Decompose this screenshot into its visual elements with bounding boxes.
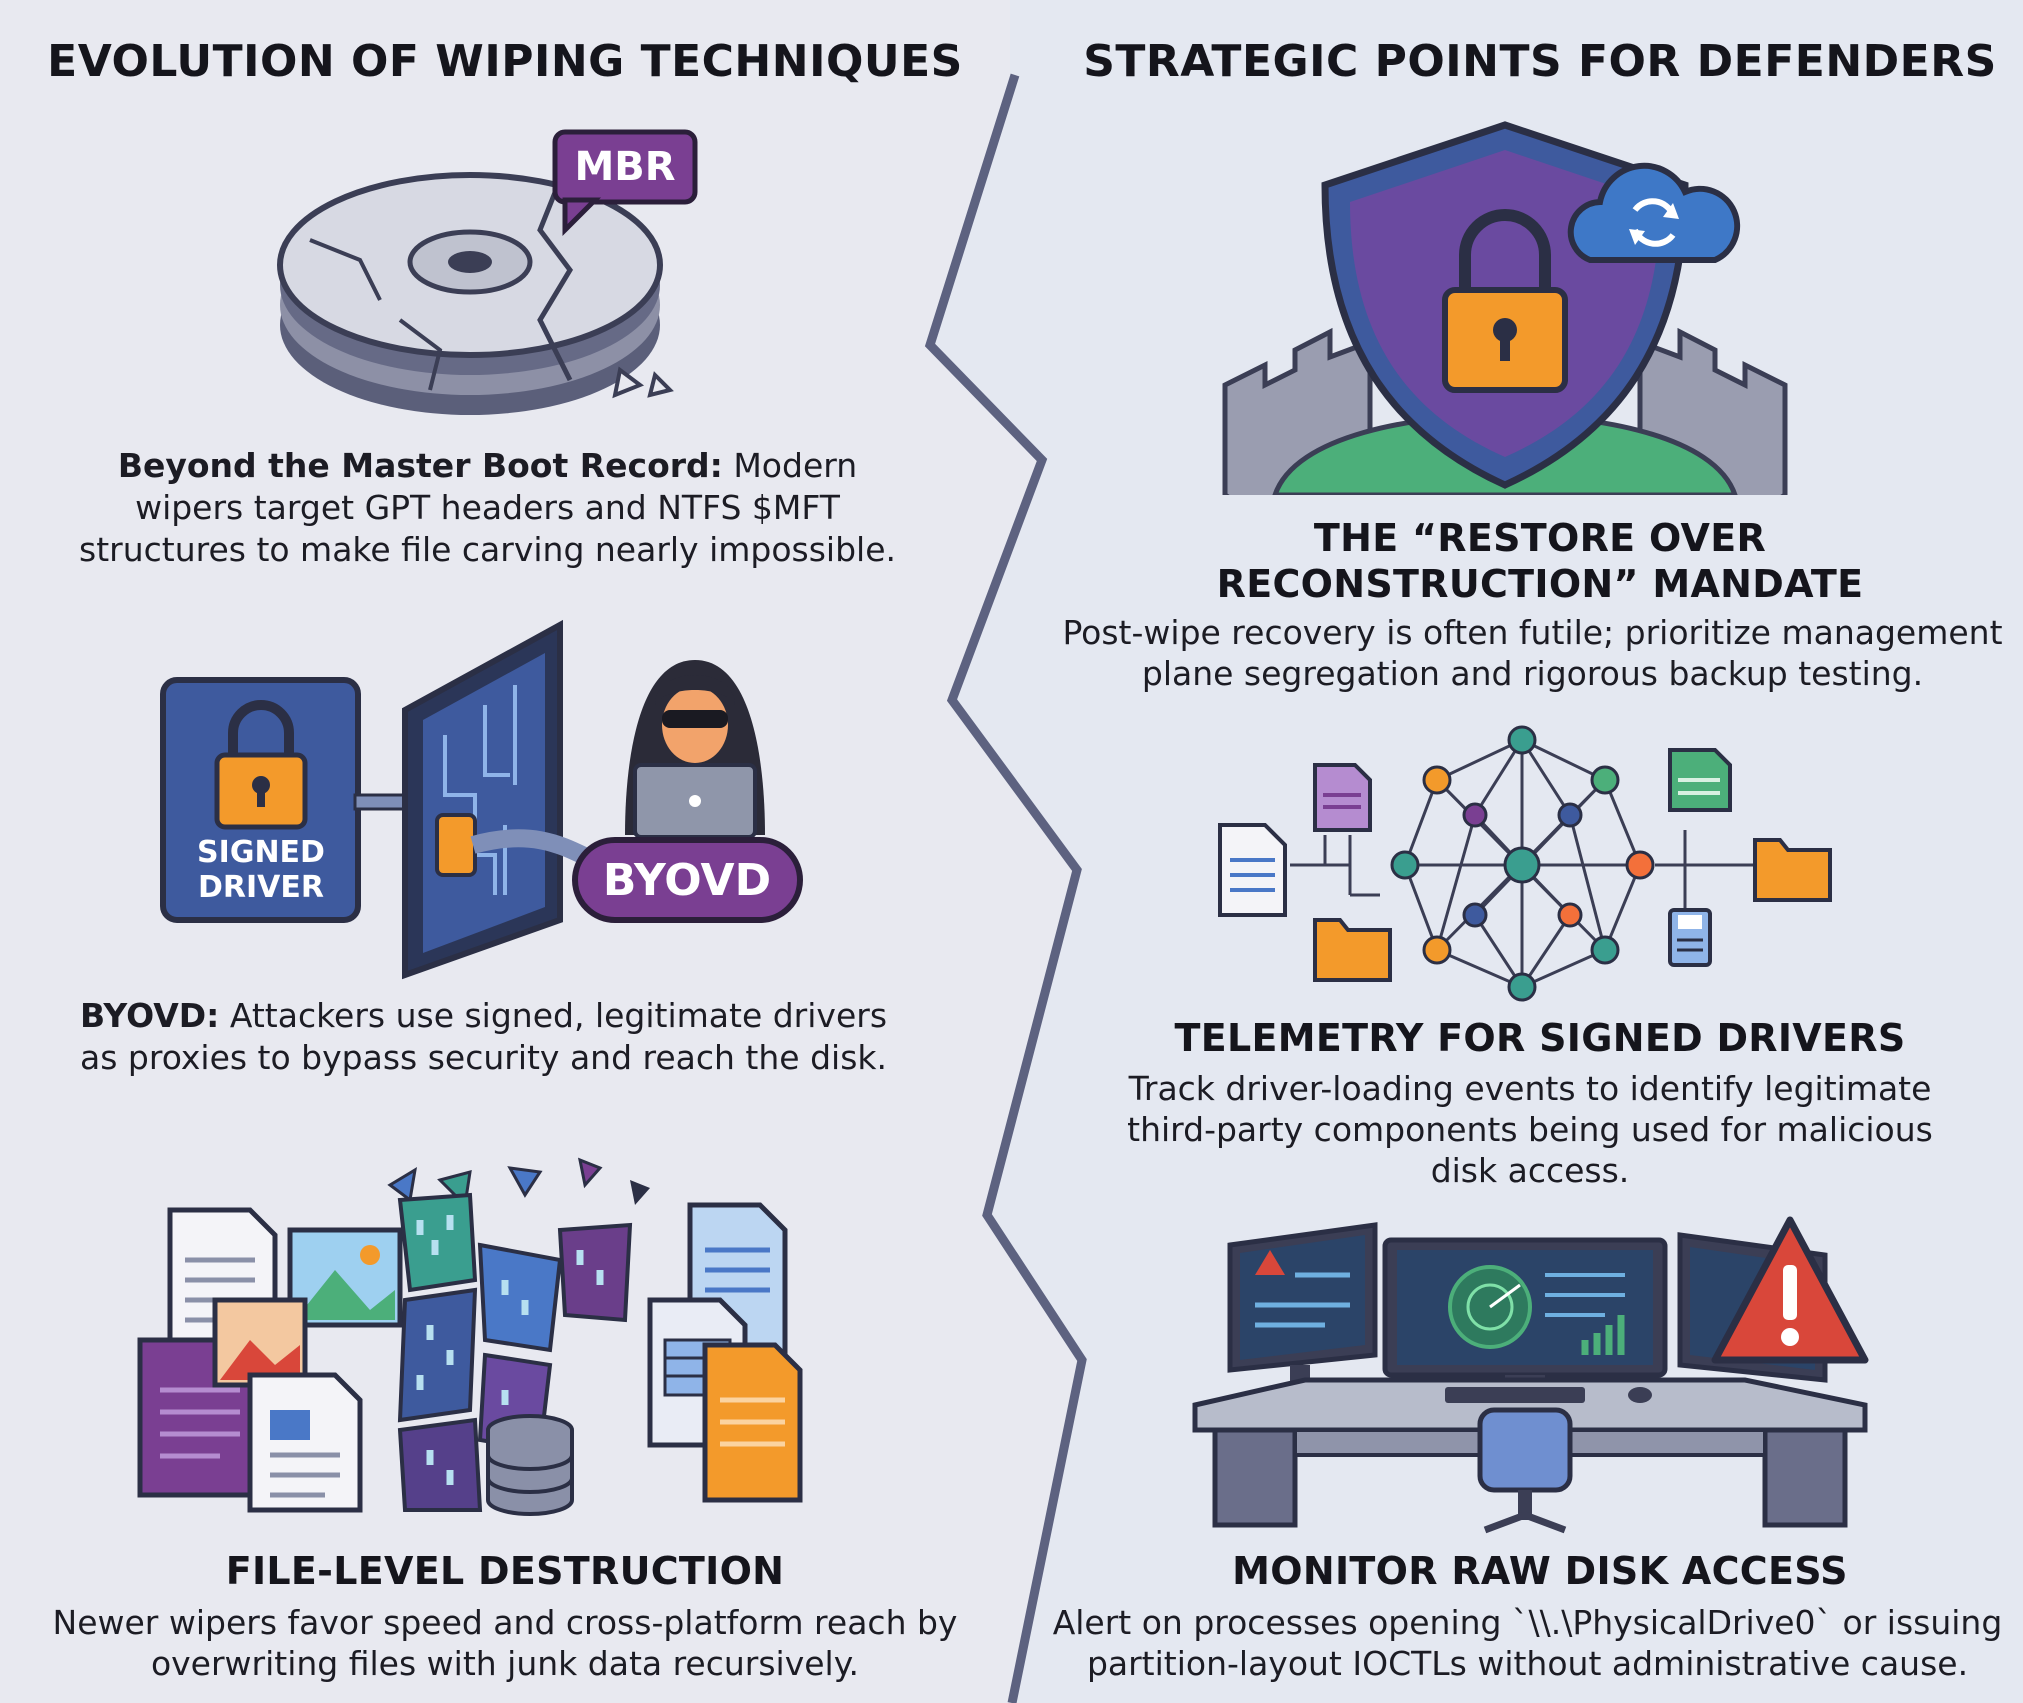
restore-text: Post-wipe recovery is often futile; prio… bbox=[1062, 613, 2003, 693]
shattered-files-illustration bbox=[137, 1157, 803, 1516]
restore-title: THE “RESTORE OVER RECONSTRUCTION” MANDAT… bbox=[1070, 515, 2010, 607]
byovd-caption-text: Attackers use signed, legitimate drivers… bbox=[80, 996, 888, 1077]
mbr-caption: Beyond the Master Boot Record: Modern wi… bbox=[70, 445, 905, 571]
photo-file-icon bbox=[212, 1297, 308, 1388]
security-operations-desk-illustration bbox=[1192, 1216, 1869, 1534]
folder-icon bbox=[1313, 918, 1392, 982]
mbr-badge-label: MBR bbox=[574, 144, 675, 190]
purple-file-icon bbox=[1313, 763, 1372, 832]
keyboard-icon bbox=[1445, 1387, 1652, 1403]
text-document-icon bbox=[247, 1372, 363, 1513]
floppy-disk-icon bbox=[1668, 908, 1712, 967]
folder-icon bbox=[1753, 838, 1832, 902]
driver-network-illustration bbox=[1218, 725, 1832, 1002]
byovd-illustration: SIGNED DRIVER BYOVD bbox=[160, 619, 803, 980]
office-chair-icon bbox=[1477, 1407, 1573, 1534]
padlock-icon bbox=[214, 700, 308, 830]
byovd-pill-label: BYOVD bbox=[603, 855, 771, 906]
restore-title-line2: RECONSTRUCTION” MANDATE bbox=[1216, 562, 1864, 606]
raw-disk-text: Alert on processes opening `\\.\Physical… bbox=[1052, 1603, 2003, 1683]
panel-line-signed: SIGNED bbox=[197, 835, 325, 870]
data-fragments bbox=[397, 1192, 633, 1512]
telemetry-text: Track driver-loading events to identify … bbox=[1127, 1069, 1933, 1190]
image-file-icon bbox=[287, 1227, 403, 1328]
database-icon bbox=[486, 1414, 574, 1516]
center-monitor-icon bbox=[1382, 1237, 1668, 1395]
network-nodes bbox=[1390, 725, 1655, 1002]
shield-castle-illustration bbox=[1222, 121, 1788, 495]
raw-disk-title: MONITOR RAW DISK ACCESS bbox=[1232, 1549, 1848, 1593]
restore-title-line1: THE “RESTORE OVER bbox=[1313, 516, 1767, 560]
green-file-icon bbox=[1668, 748, 1732, 812]
cracked-disk-illustration: MBR bbox=[277, 129, 698, 415]
orange-document-icon bbox=[702, 1342, 803, 1503]
document-icon bbox=[1218, 823, 1287, 917]
mbr-caption-text: Modern wipers target GPT headers and NTF… bbox=[79, 446, 896, 569]
signed-driver-panel: SIGNED DRIVER bbox=[160, 677, 361, 923]
mbr-caption-lead: Beyond the Master Boot Record: bbox=[117, 446, 723, 485]
cloud-sync-icon bbox=[1567, 162, 1741, 263]
telemetry-title: TELEMETRY FOR SIGNED DRIVERS bbox=[1174, 1016, 1906, 1060]
byovd-caption-lead: BYOVD: bbox=[80, 996, 220, 1035]
left-heading: EVOLUTION OF WIPING TECHNIQUES bbox=[47, 36, 963, 87]
file-level-text: Newer wipers favor speed and cross-platf… bbox=[52, 1603, 958, 1683]
right-heading: STRATEGIC POINTS FOR DEFENDERS bbox=[1083, 36, 1997, 87]
left-monitor-icon bbox=[1227, 1222, 1378, 1385]
byovd-caption: BYOVD: Attackers use signed, legitimate … bbox=[80, 995, 895, 1079]
panel-line-driver: DRIVER bbox=[198, 870, 324, 905]
mbr-badge: MBR bbox=[552, 129, 698, 237]
circuit-door-icon bbox=[402, 619, 563, 980]
byovd-pill: BYOVD bbox=[572, 837, 803, 923]
file-level-title: FILE-LEVEL DESTRUCTION bbox=[225, 1549, 785, 1593]
hooded-hacker-icon bbox=[625, 660, 765, 839]
warning-triangle-icon bbox=[1711, 1216, 1869, 1364]
padlock-icon bbox=[1442, 209, 1568, 393]
